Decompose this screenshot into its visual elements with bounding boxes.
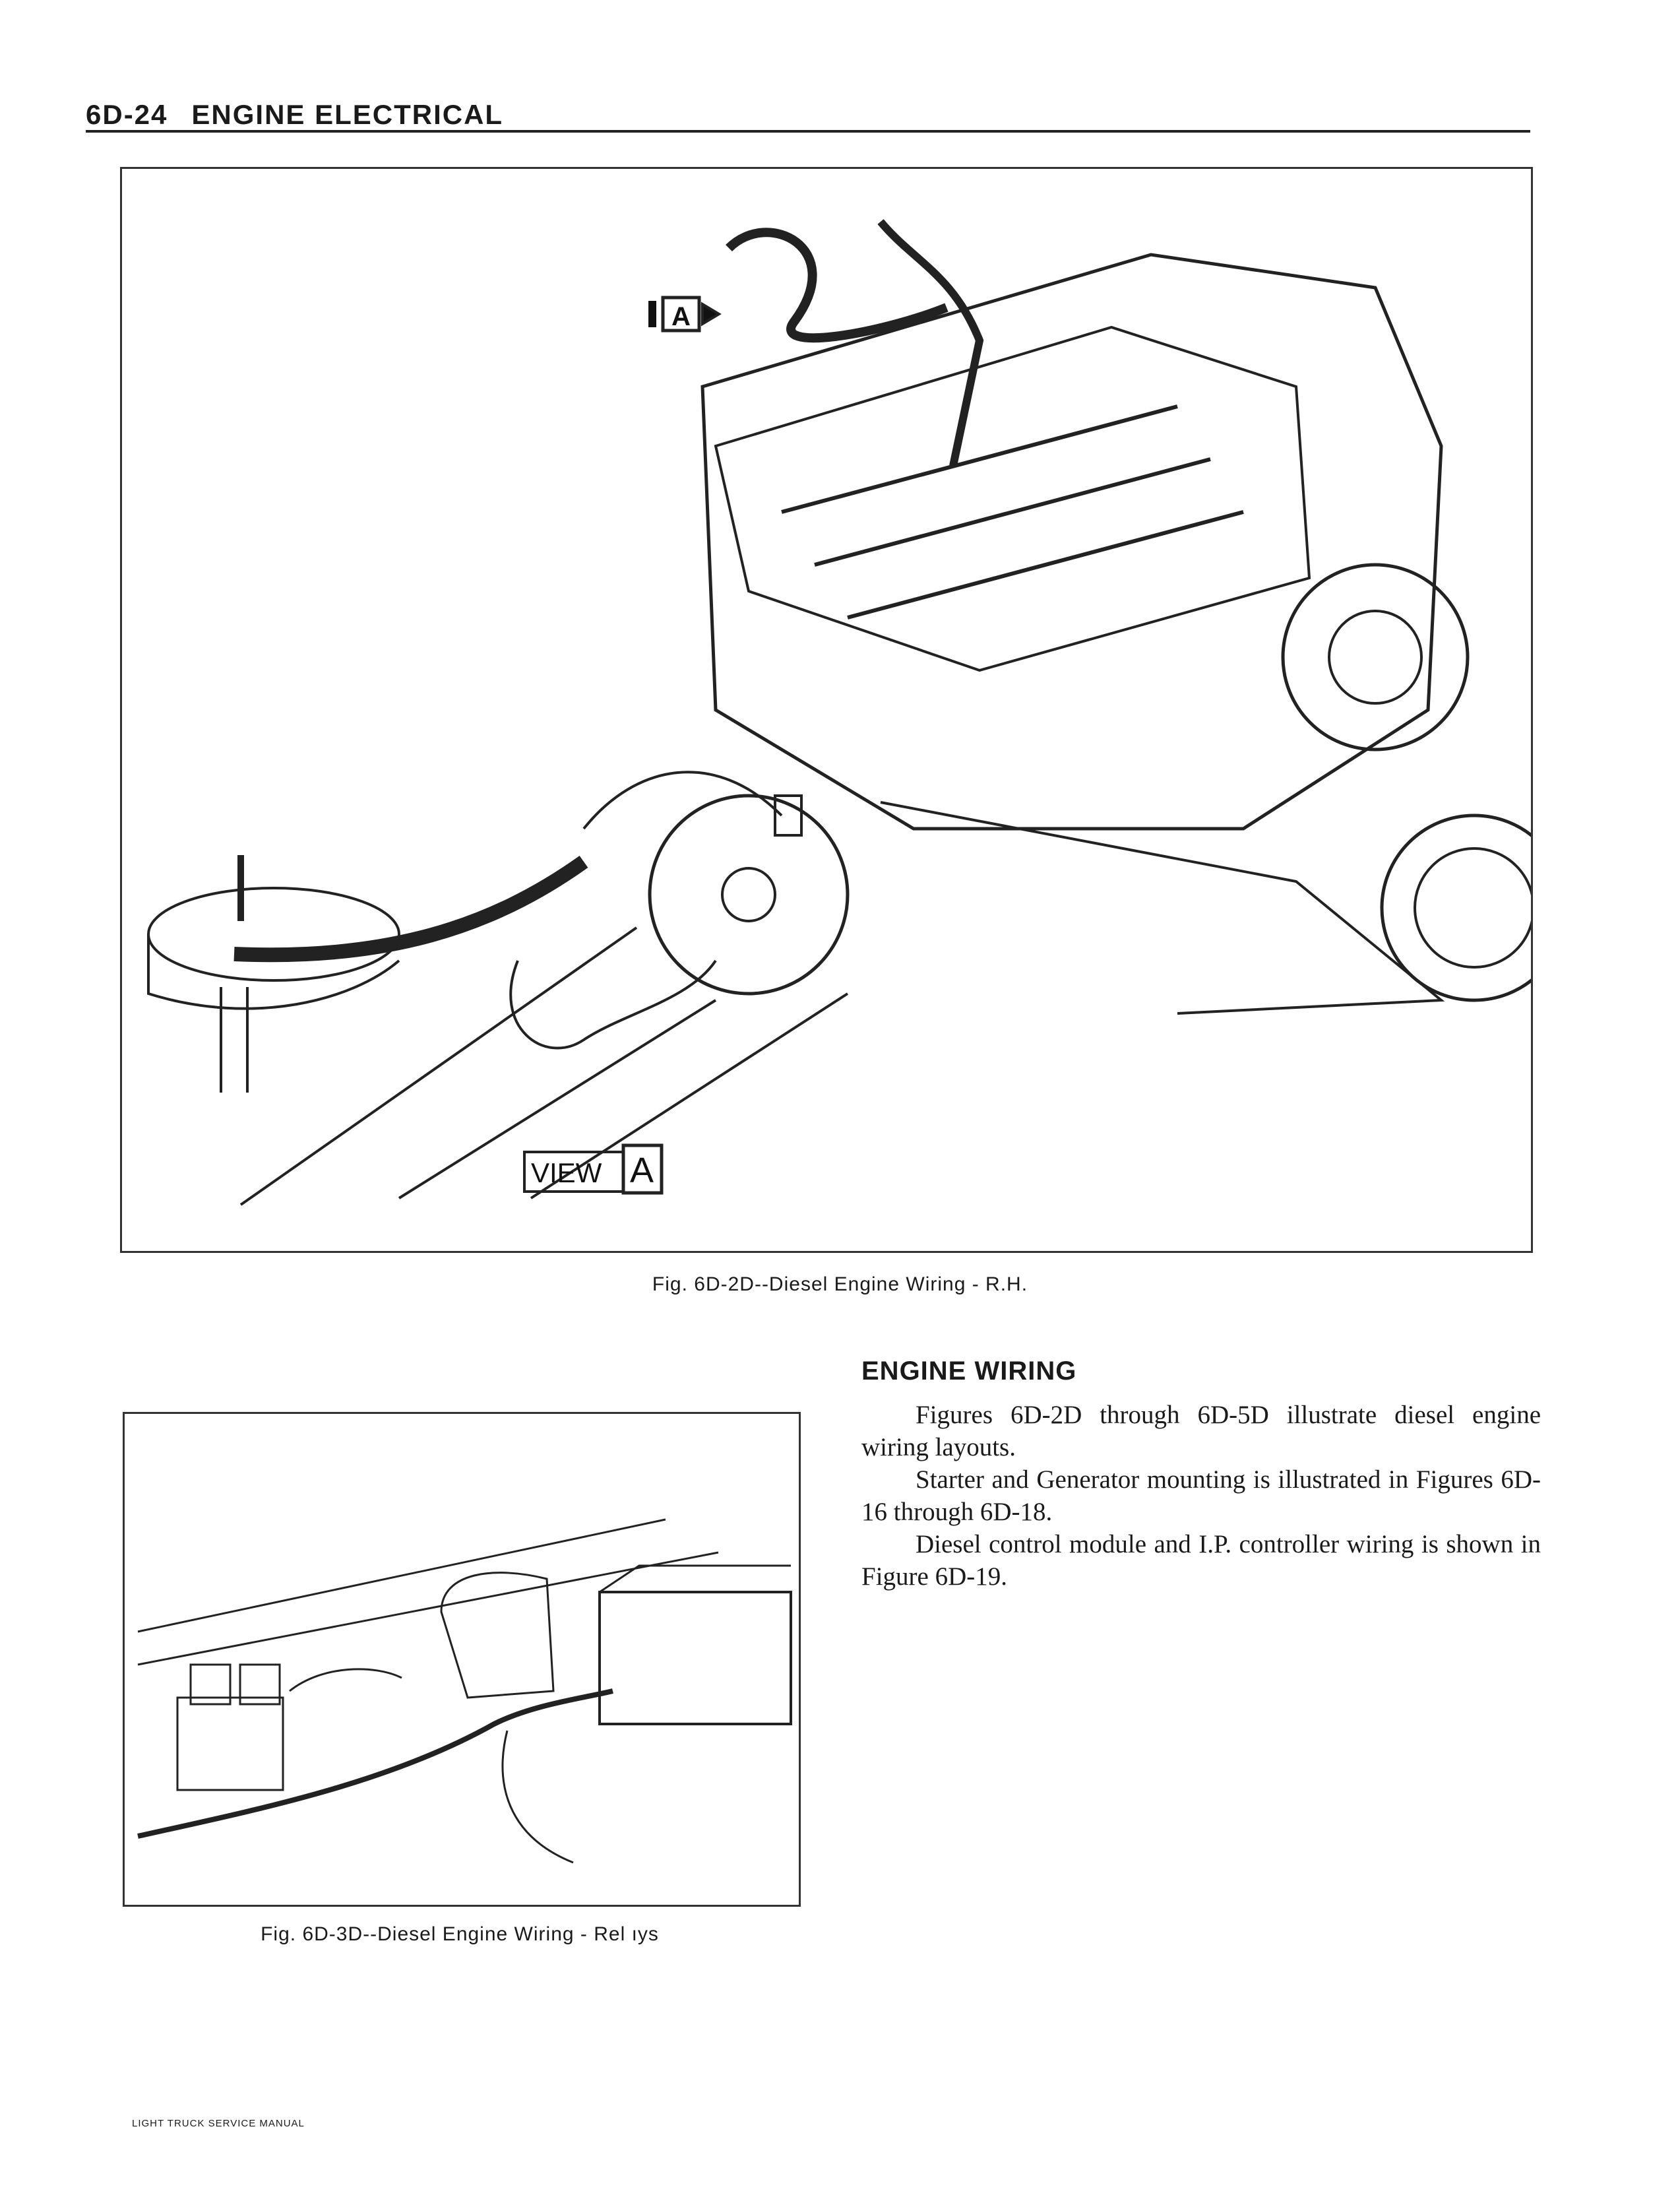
- figure1-caption: Fig. 6D-2D--Diesel Engine Wiring - R.H.: [652, 1273, 1028, 1295]
- paragraph: Starter and Generator mounting is illust…: [861, 1465, 1541, 1526]
- paragraph: Figures 6D-2D through 6D-5D illustrate d…: [861, 1401, 1541, 1461]
- figure2-caption: Fig. 6D-3D--Diesel Engine Wiring - Rel ı…: [261, 1923, 659, 1945]
- section-body: Figures 6D-2D through 6D-5D illustrate d…: [861, 1399, 1541, 1593]
- page-number: 6D-24: [86, 99, 168, 130]
- figure-diesel-engine-wiring-rh: A VIEW A: [120, 167, 1533, 1253]
- section-name: ENGINE ELECTRICAL: [191, 99, 504, 130]
- view-label-letter: A: [630, 1151, 654, 1190]
- header-rule: [86, 130, 1530, 133]
- section-title: ENGINE WIRING: [861, 1357, 1077, 1386]
- engine-wiring-illustration: A VIEW A: [147, 219, 1531, 1206]
- callout-label-a: A: [671, 302, 691, 331]
- relay-wiring-illustration: [137, 1518, 792, 1864]
- page-header: 6D-24 ENGINE ELECTRICAL: [86, 99, 527, 131]
- figure-diesel-engine-wiring-relays: [123, 1412, 801, 1907]
- view-label-word: VIEW: [531, 1157, 602, 1188]
- paragraph: Diesel control module and I.P. controlle…: [861, 1530, 1541, 1591]
- footer-text: LIGHT TRUCK SERVICE MANUAL: [132, 2118, 305, 2129]
